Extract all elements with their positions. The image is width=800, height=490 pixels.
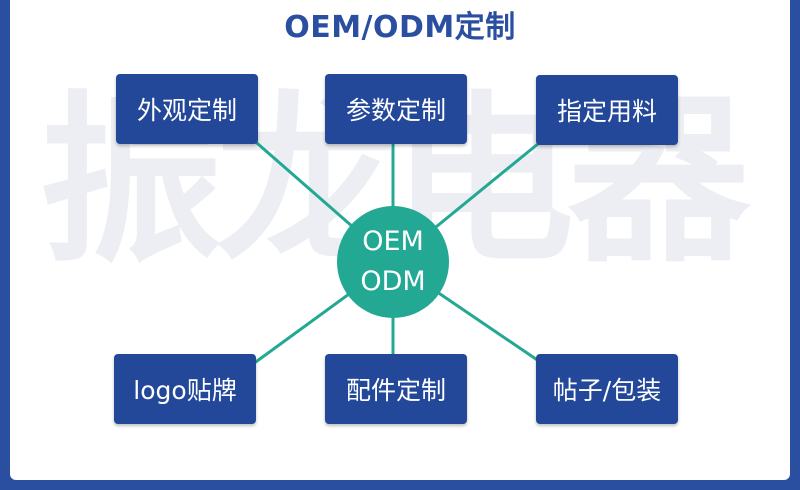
oem-odm-hub: OEM ODM xyxy=(337,206,449,318)
page-title: OEM/ODM定制 xyxy=(284,10,516,45)
node-logo-label: logo贴牌 xyxy=(114,354,256,424)
hub-line-1: OEM xyxy=(362,226,424,257)
node-specified-materials: 指定用料 xyxy=(536,75,678,145)
diagram-panel: 振龙电器 OEM/ODM定制 外观定制 参数定制 指定用料 logo贴牌 配件定… xyxy=(10,0,790,480)
node-packaging: 帖子/包装 xyxy=(536,354,678,424)
node-parameter-custom: 参数定制 xyxy=(325,74,467,144)
node-exterior-custom: 外观定制 xyxy=(116,74,258,144)
hub-line-2: ODM xyxy=(360,266,426,297)
node-accessory-custom: 配件定制 xyxy=(325,354,467,424)
